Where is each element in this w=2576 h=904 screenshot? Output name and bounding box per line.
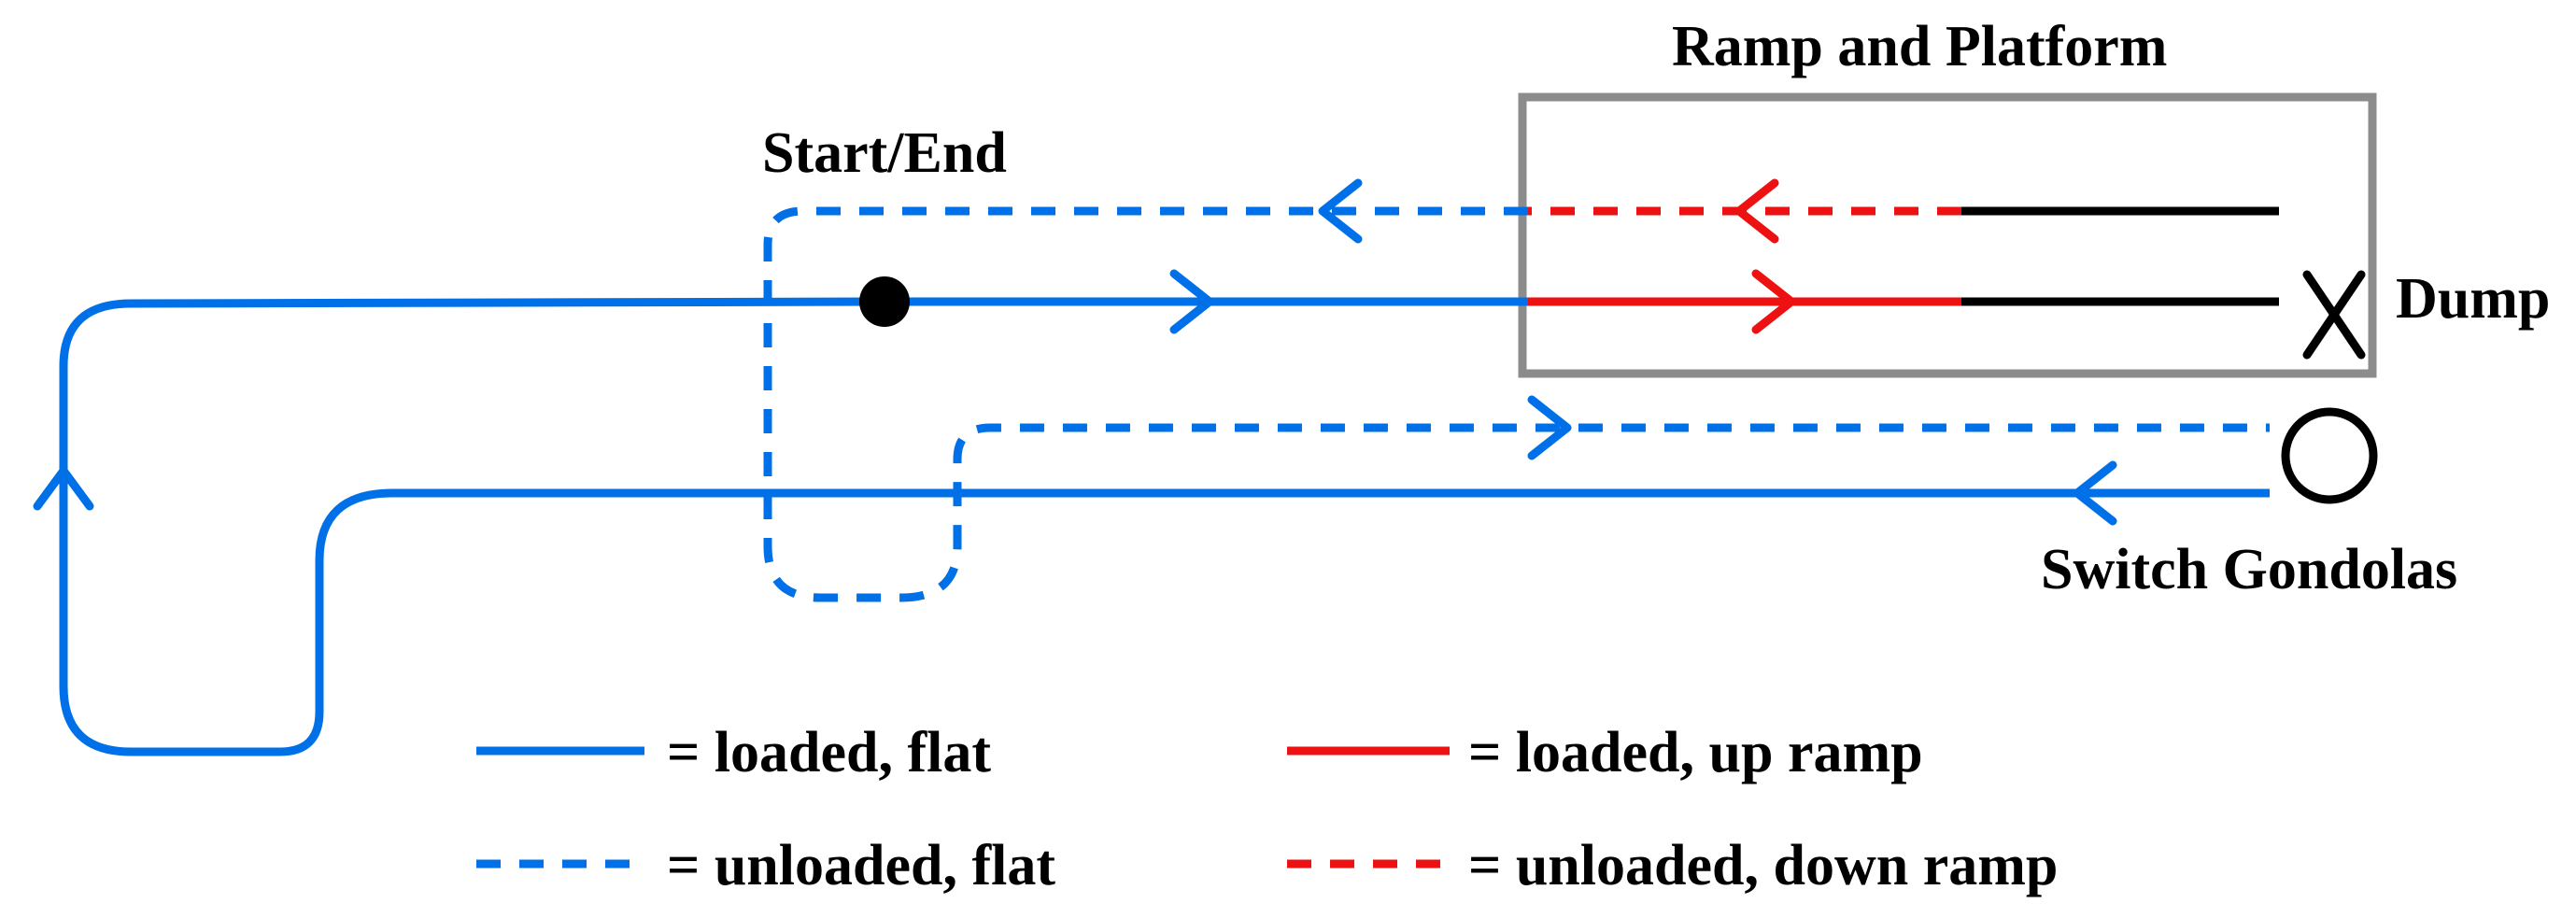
dump-label: Dump xyxy=(2396,267,2550,331)
loaded-flat-loop-path xyxy=(59,297,2270,756)
legend: = loaded, flat = loaded, up ramp = unloa… xyxy=(476,721,2058,897)
dump-x-marker xyxy=(2302,270,2366,360)
ramp-platform-box xyxy=(1518,92,2377,378)
legend-label-loaded-flat: = loaded, flat xyxy=(667,721,991,784)
start-end-label: Start/End xyxy=(762,121,1007,185)
start-end-dot xyxy=(859,276,910,327)
arrow-left-unloaded-down-ramp xyxy=(1734,178,1779,244)
arrow-right-loaded-up-ramp xyxy=(1751,269,1796,334)
arrow-up-loaded-flat xyxy=(33,466,94,511)
arrow-left-unloaded-flat xyxy=(1318,178,1363,244)
arrow-left-loaded-flat xyxy=(2073,460,2117,526)
legend-label-unloaded-flat: = unloaded, flat xyxy=(667,834,1055,897)
unloaded-flat-return-path xyxy=(763,206,2270,602)
ramp-platform-title: Ramp and Platform xyxy=(1672,15,2167,78)
arrow-right-unloaded-flat xyxy=(1527,395,1572,460)
legend-label-unloaded-down-ramp: = unloaded, down ramp xyxy=(1468,834,2058,897)
switch-gondolas-circle xyxy=(2281,407,2378,504)
switch-gondolas-label: Switch Gondolas xyxy=(2041,538,2457,601)
legend-label-loaded-up-ramp: = loaded, up ramp xyxy=(1468,721,1923,784)
arrow-right-loaded-flat xyxy=(1169,269,1214,334)
